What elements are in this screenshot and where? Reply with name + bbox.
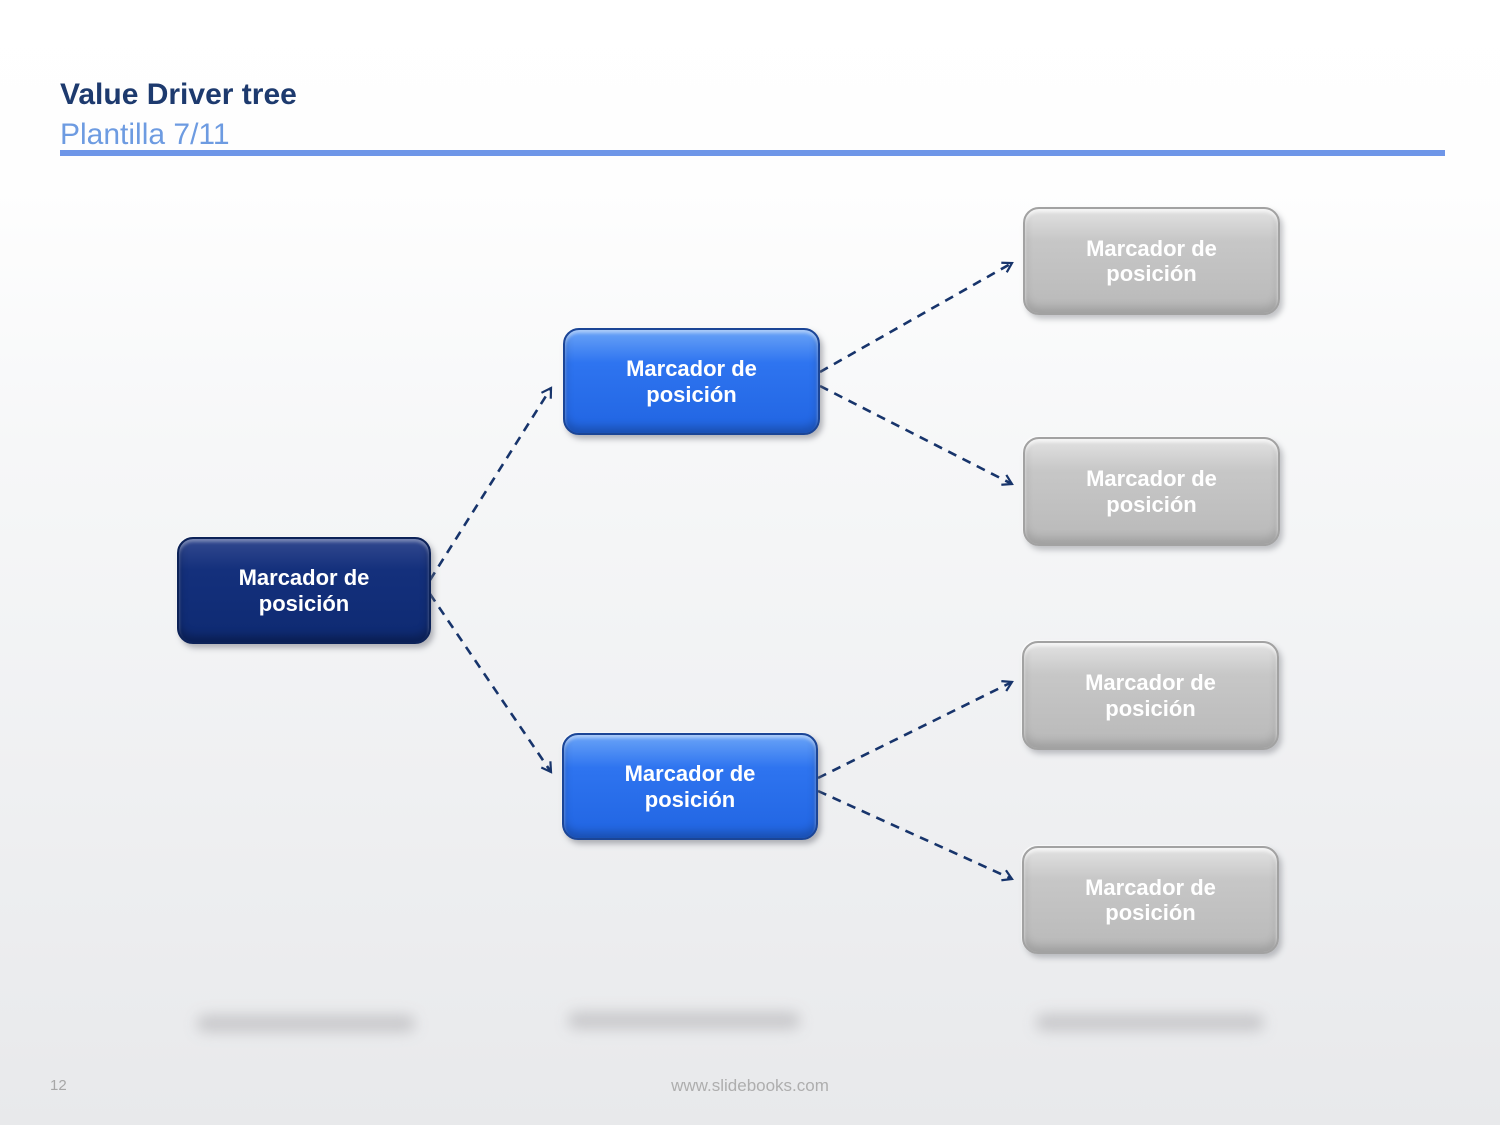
node-leaf-2-label: Marcador de posición xyxy=(1086,466,1217,517)
node-root-label: Marcador de posición xyxy=(238,565,370,616)
blurred-caption-1 xyxy=(197,1015,415,1032)
node-branch-1-label: Marcador de posición xyxy=(626,356,757,407)
node-leaf-4-label: Marcador de posición xyxy=(1085,874,1216,925)
node-leaf-2: Marcador de posición xyxy=(1023,437,1280,546)
arrow-root-to-branch-2 xyxy=(428,593,553,774)
node-branch-2: Marcador de posición xyxy=(562,733,818,840)
arrow-root-to-branch-1 xyxy=(428,386,553,581)
node-branch-1: Marcador de posición xyxy=(563,328,820,435)
arrow-branch-1-to-leaf-2 xyxy=(819,384,1014,486)
arrow-branch-2-to-leaf-3 xyxy=(817,680,1014,780)
arrow-branch-1-to-leaf-1 xyxy=(819,261,1014,374)
page-number: 12 xyxy=(50,1077,67,1094)
node-leaf-4: Marcador de posición xyxy=(1022,846,1279,954)
node-root: Marcador de posición xyxy=(177,537,431,644)
header-divider xyxy=(60,150,1445,156)
page-title: Value Driver tree xyxy=(60,78,297,111)
footer-website: www.slidebooks.com xyxy=(671,1076,829,1095)
arrow-branch-2-to-leaf-4 xyxy=(817,789,1014,882)
blurred-caption-3 xyxy=(1036,1014,1264,1031)
node-leaf-3-label: Marcador de posición xyxy=(1085,670,1216,721)
node-branch-2-label: Marcador de posición xyxy=(624,761,756,812)
node-leaf-3: Marcador de posición xyxy=(1022,641,1279,750)
node-leaf-1: Marcador de posición xyxy=(1023,207,1280,315)
page-subtitle: Plantilla 7/11 xyxy=(60,118,230,151)
node-leaf-1-label: Marcador de posición xyxy=(1086,235,1217,286)
blurred-caption-2 xyxy=(568,1012,800,1029)
